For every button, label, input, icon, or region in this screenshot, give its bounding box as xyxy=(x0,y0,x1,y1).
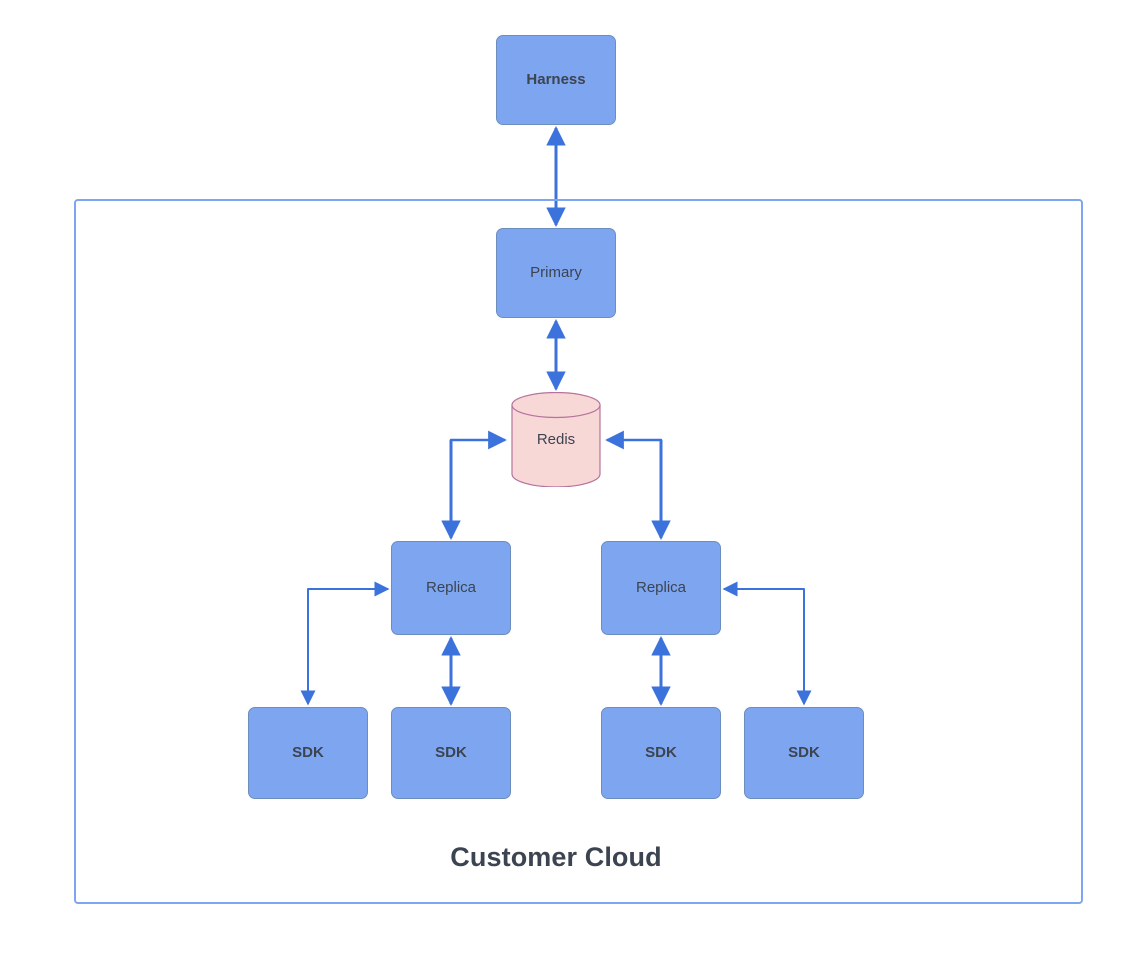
node-replica-left-label: Replica xyxy=(425,579,477,596)
node-replica-right-label: Replica xyxy=(635,579,687,596)
node-replica-left[interactable]: Replica xyxy=(391,541,511,635)
node-harness-label: Harness xyxy=(526,71,586,88)
node-harness[interactable]: Harness xyxy=(496,35,616,125)
redis-cylinder-top xyxy=(511,392,601,419)
node-sdk-4[interactable]: SDK xyxy=(744,707,864,799)
node-primary[interactable]: Primary xyxy=(496,228,616,318)
node-sdk-1[interactable]: SDK xyxy=(248,707,368,799)
node-redis[interactable]: Redis xyxy=(511,392,601,487)
node-sdk-2[interactable]: SDK xyxy=(391,707,511,799)
node-primary-label: Primary xyxy=(530,264,582,281)
customer-cloud-title: Customer Cloud xyxy=(450,842,662,872)
node-sdk-2-label: SDK xyxy=(435,744,467,761)
node-sdk-3-label: SDK xyxy=(645,744,677,761)
node-sdk-1-label: SDK xyxy=(292,744,324,761)
customer-cloud-container xyxy=(74,199,1083,904)
node-sdk-3[interactable]: SDK xyxy=(601,707,721,799)
node-sdk-4-label: SDK xyxy=(788,744,820,761)
node-replica-right[interactable]: Replica xyxy=(601,541,721,635)
redis-cylinder-body xyxy=(511,404,601,487)
